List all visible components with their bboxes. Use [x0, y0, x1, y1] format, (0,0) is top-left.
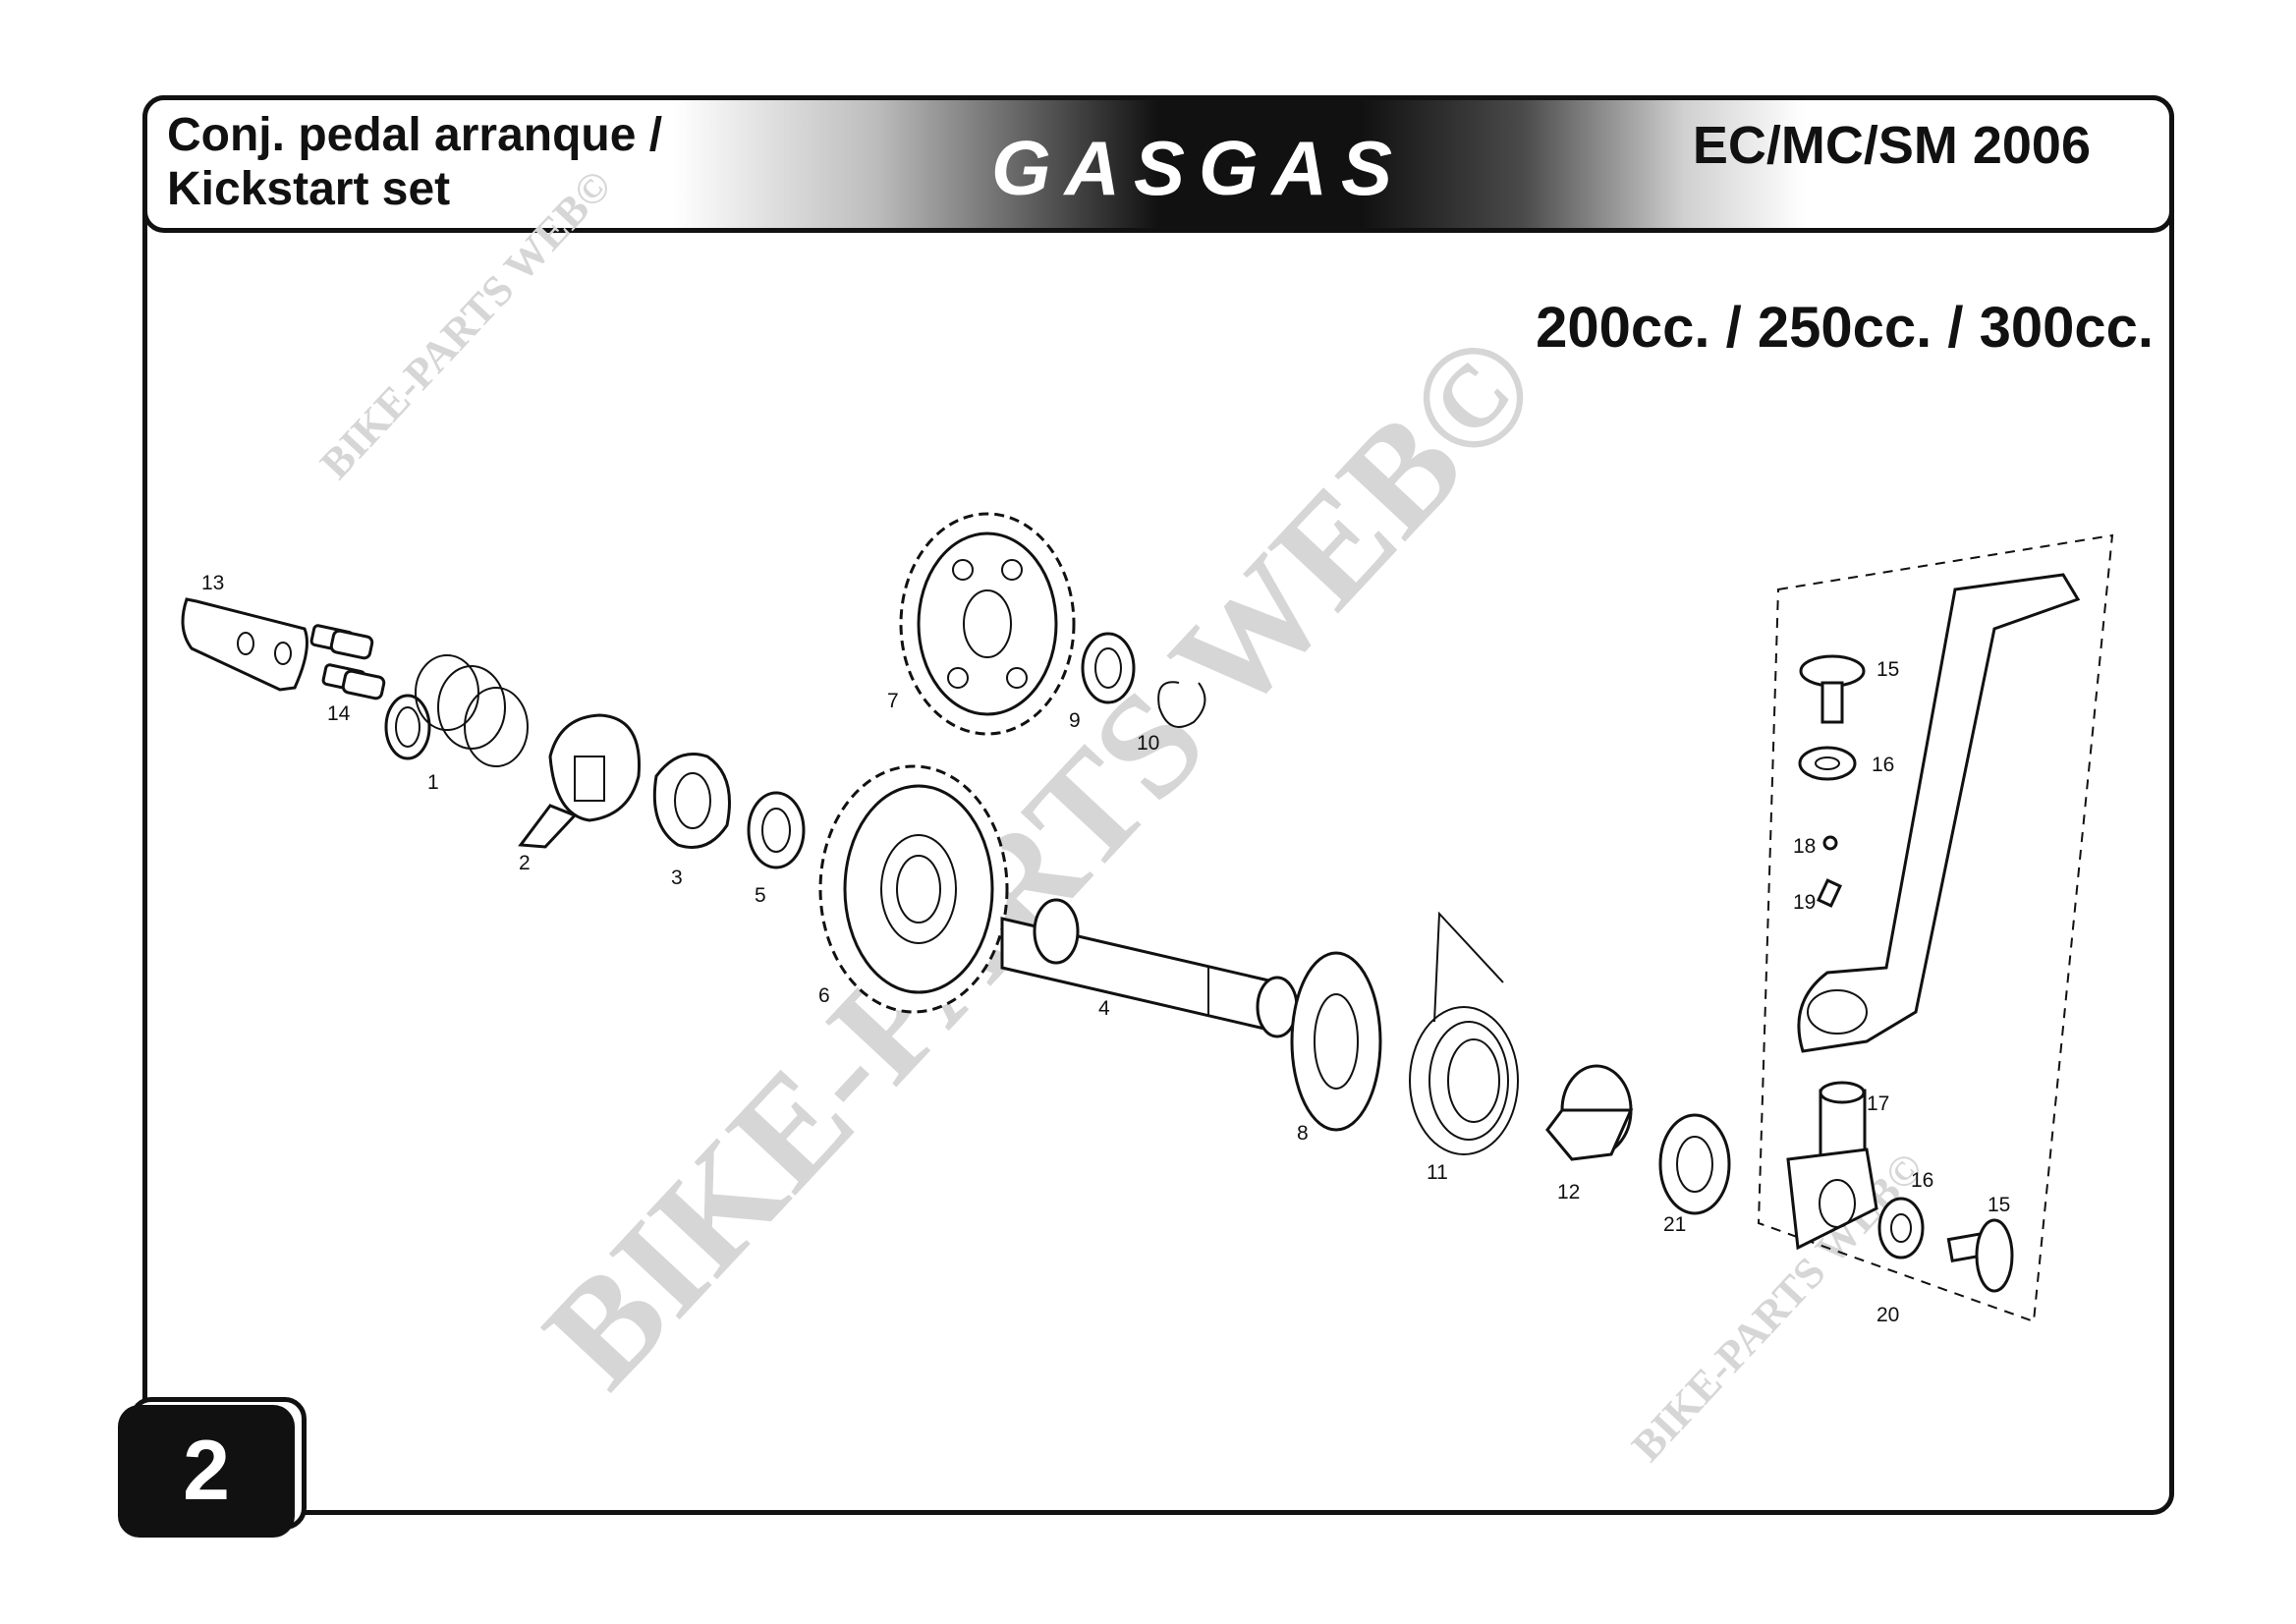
page-title: Conj. pedal arranque / Kickstart set [167, 108, 662, 216]
label-16-bottom: 16 [1911, 1169, 1933, 1192]
title-line-spanish: Conj. pedal arranque / [167, 109, 663, 161]
title-line-english: Kickstart set [167, 163, 451, 215]
label-21: 21 [1663, 1213, 1686, 1236]
part-13-plate [181, 597, 308, 692]
brand-logo-text: GASGAS [991, 130, 1406, 208]
model-year: EC/MC/SM 2006 [1692, 116, 2091, 175]
label-3: 3 [671, 867, 683, 889]
label-7: 7 [887, 690, 899, 712]
part-3-retainer [652, 753, 731, 849]
part-14-bolts [309, 624, 386, 700]
part-16-washer-top [1798, 746, 1857, 781]
watermark-top: BIKE-PARTS WEB© [310, 161, 620, 488]
part-15-bolt-bottom [1946, 1218, 2014, 1293]
label-15-top: 15 [1876, 658, 1899, 681]
part-2-ratchet [518, 713, 641, 849]
part-11-spring [1409, 911, 1519, 1155]
part-10-circlip [1157, 681, 1206, 728]
part-5-washer [747, 791, 806, 869]
label-8: 8 [1297, 1122, 1309, 1145]
label-12: 12 [1557, 1181, 1580, 1204]
part-15-bolt-top [1799, 654, 1866, 724]
label-18: 18 [1793, 835, 1816, 858]
watermark-main: BIKE-PARTS WEB© [514, 302, 1569, 1417]
part-17-pivot [1786, 1081, 1878, 1251]
part-18-ball [1822, 835, 1838, 851]
label-6: 6 [818, 984, 830, 1007]
label-15-bottom: 15 [1988, 1194, 2010, 1216]
header-bar: Conj. pedal arranque / Kickstart set GAS… [142, 95, 2174, 233]
engine-sizes: 200cc. / 250cc. / 300cc. [1536, 296, 2154, 360]
label-10: 10 [1137, 732, 1159, 755]
label-1: 1 [427, 771, 439, 794]
part-21-seal [1658, 1113, 1731, 1215]
gasgas-logo: GASGAS [991, 130, 1406, 208]
label-5: 5 [755, 884, 766, 907]
part-16-washer-bottom [1877, 1197, 1925, 1260]
label-2: 2 [519, 852, 531, 874]
label-14: 14 [327, 702, 351, 725]
part-20-kick-lever [1797, 573, 2081, 1053]
label-16-top: 16 [1872, 754, 1894, 776]
part-12-bushing [1545, 1064, 1634, 1161]
page-number: 2 [118, 1405, 295, 1538]
part-4-shaft [1000, 898, 1299, 1038]
part-9-washer [1081, 632, 1136, 704]
label-4: 4 [1098, 997, 1110, 1020]
label-13: 13 [201, 572, 224, 594]
part-19-spring [1817, 878, 1842, 908]
label-19: 19 [1793, 891, 1816, 914]
part-1-spring [384, 654, 529, 767]
label-20: 20 [1876, 1304, 1899, 1326]
part-7-gear [899, 512, 1076, 736]
label-9: 9 [1069, 709, 1081, 732]
part-8-washer [1290, 951, 1382, 1132]
label-17: 17 [1867, 1092, 1889, 1115]
assembly-bracket-20 [1757, 533, 2114, 1323]
label-11: 11 [1427, 1161, 1448, 1184]
part-6-gear [818, 764, 1009, 1014]
